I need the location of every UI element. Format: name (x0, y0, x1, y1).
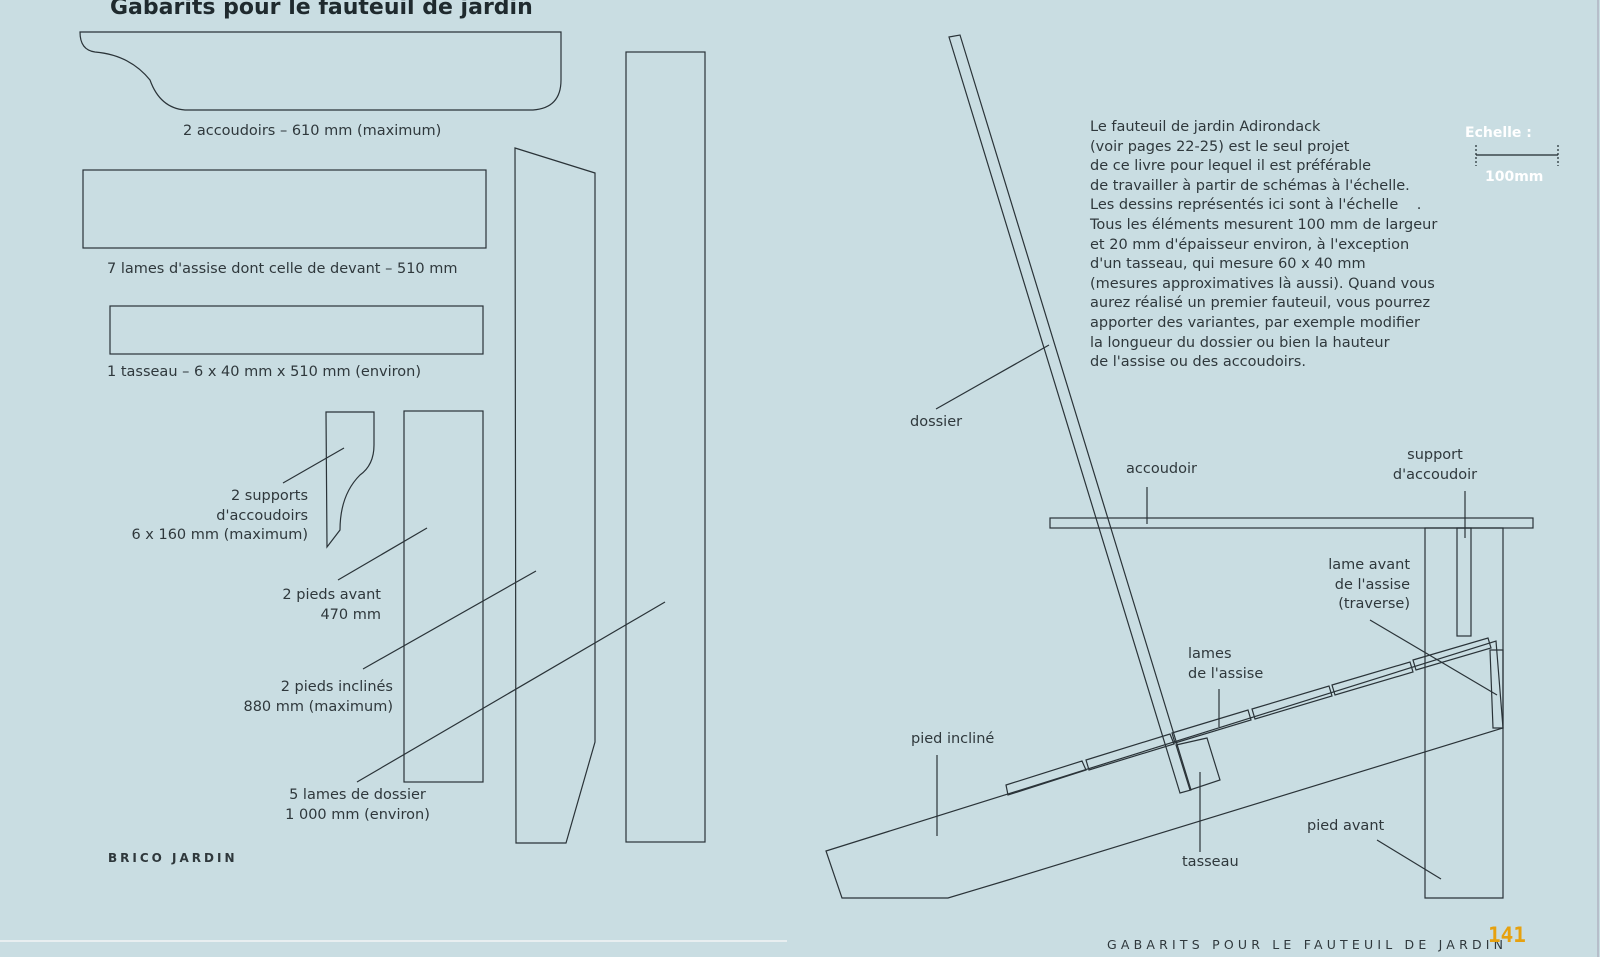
armrest-template (79, 31, 562, 111)
scale-label: Echelle : (1465, 125, 1532, 141)
back-slat-template (625, 51, 706, 843)
running-footer: GABARITS POUR LE FAUTEUIL DE JARDIN (1107, 937, 1508, 952)
intro-paragraph: Le fauteuil de jardin Adirondack (voir p… (1090, 119, 1438, 371)
cleat (1175, 737, 1221, 791)
leader-lines (282, 447, 666, 783)
brand-label: BRICO JARDIN (108, 851, 238, 865)
front-leg-template (403, 410, 484, 783)
inclined-leg-template (514, 147, 596, 844)
label-dossier: dossier (910, 414, 963, 430)
label-pied-incline: pied incliné (911, 731, 995, 747)
seat-slats (1005, 637, 1504, 796)
armrest-support-template (325, 411, 375, 549)
label-pieds-avant: 2 pieds avant 470 mm (282, 587, 381, 623)
label-accoudoir: accoudoir (1126, 461, 1197, 477)
scale-value: 100mm (1485, 169, 1544, 185)
assembly-leaders (935, 344, 1498, 880)
seat-slat-template (82, 169, 487, 249)
label-lames-dossier: 5 lames de dossier 1 000 mm (environ) (285, 787, 430, 823)
label-support: support d'accoudoir (1392, 447, 1478, 483)
armrest-support (1456, 527, 1472, 637)
front-leg (1424, 527, 1504, 899)
scale-bar (1475, 145, 1559, 166)
label-supports: 2 supports d'accoudoirs 6 x 160 mm (maxi… (131, 488, 308, 543)
label-lame-avant: lame avant de l'assise (traverse) (1328, 557, 1410, 612)
label-accoudoirs: 2 accoudoirs – 610 mm (maximum) (183, 123, 442, 139)
label-pied-avant: pied avant (1307, 818, 1385, 834)
armrest (1049, 517, 1534, 529)
inclined-leg (825, 640, 1504, 899)
cleat-template (109, 305, 484, 355)
label-lames-assise: 7 lames d'assise dont celle de devant – … (107, 261, 458, 277)
page-title: Gabarits pour le fauteuil de jardin (110, 0, 533, 20)
page-number: 141 (1488, 923, 1526, 947)
label-lames: lames de l'assise (1188, 646, 1264, 682)
label-tasseau: 1 tasseau – 6 x 40 mm x 510 mm (environ) (107, 364, 421, 380)
label-pieds-inclines: 2 pieds inclinés 880 mm (maximum) (243, 679, 393, 715)
label-tasseau-assembly: tasseau (1182, 854, 1239, 870)
